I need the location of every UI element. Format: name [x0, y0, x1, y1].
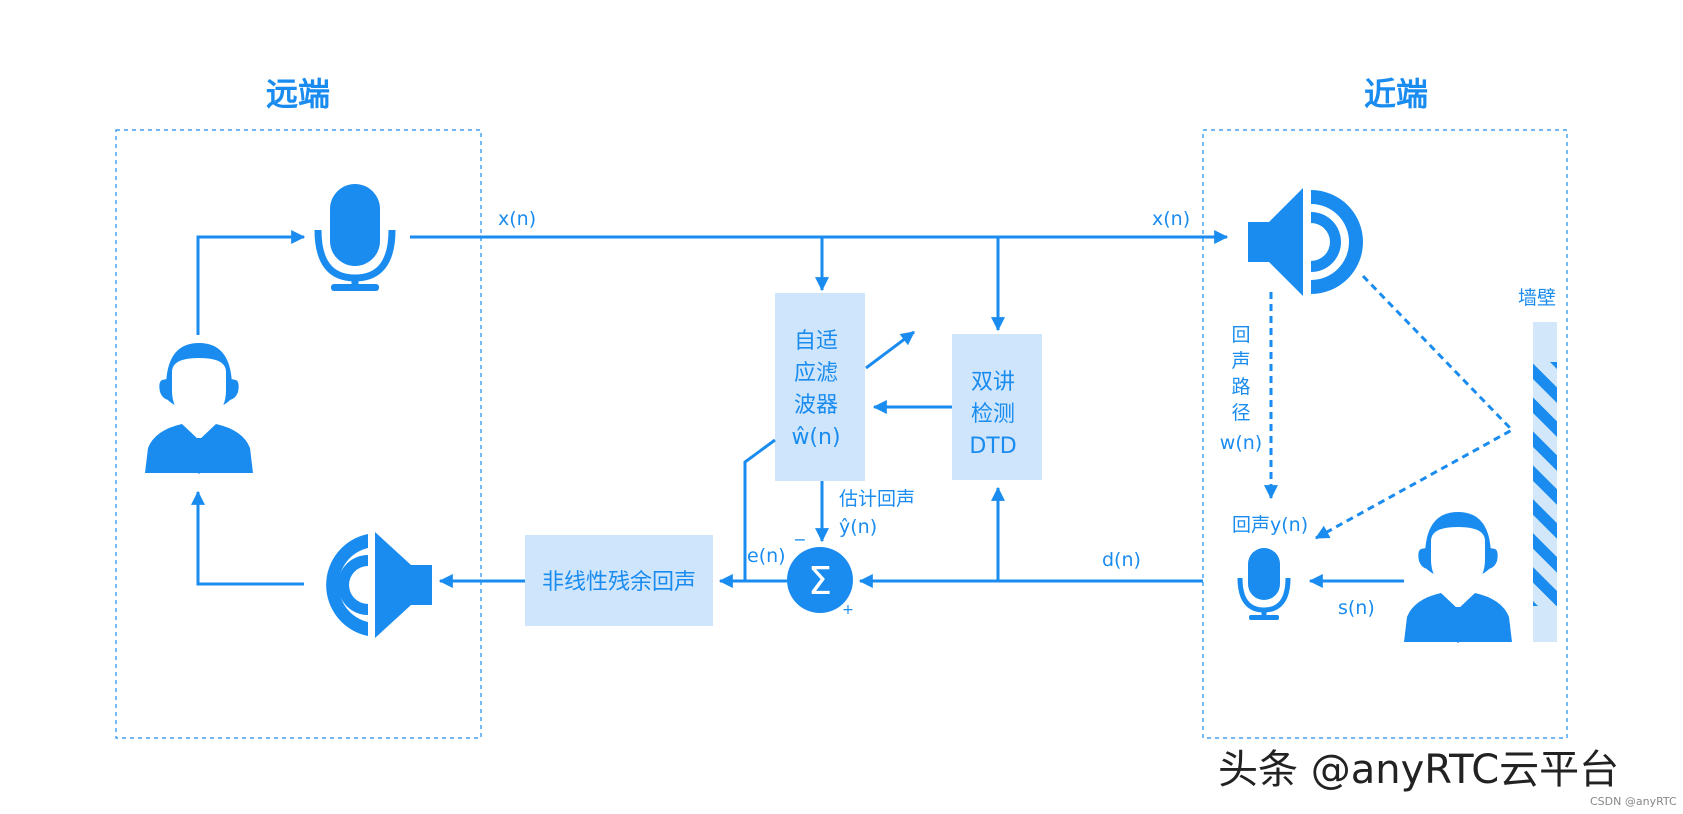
far-person-icon	[145, 343, 253, 474]
wall-icon	[1533, 322, 1557, 642]
adaptive-filter-line-2: 应滤	[794, 361, 838, 386]
echo-path-4: 径	[1231, 402, 1250, 424]
far-end-region	[115, 129, 482, 739]
x-near-label: x(n)	[1152, 208, 1190, 230]
estimated-echo-label: 估计回声	[839, 488, 915, 510]
near-microphone-icon	[1237, 548, 1291, 620]
echo-y-label: 回声y(n)	[1232, 514, 1308, 536]
y-hat-label: ŷ(n)	[839, 516, 877, 538]
far-end-title: 远端	[266, 75, 330, 113]
adaptive-filter-block	[775, 293, 865, 481]
far-speaker-icon	[326, 532, 432, 638]
e-label: e(n)	[747, 545, 786, 567]
sum-icon	[787, 547, 853, 613]
near-person-icon	[1404, 512, 1512, 643]
dtd-line-3: DTD	[969, 434, 1016, 459]
wall-label: 墙壁	[1518, 287, 1556, 309]
credit: CSDN @anyRTC	[1590, 795, 1677, 808]
echo-path-1: 回	[1231, 324, 1250, 346]
signal-lines	[191, 230, 1404, 588]
echo-path-3: 路	[1231, 376, 1250, 398]
nonlinear-block	[525, 535, 713, 626]
dtd-line-2: 检测	[971, 402, 1015, 427]
echo-paths	[1264, 274, 1515, 540]
near-end-title: 近端	[1364, 75, 1428, 113]
dtd-block	[952, 334, 1042, 480]
adaptive-filter-line-4: ŵ(n)	[791, 425, 840, 450]
sum-symbol: Σ	[808, 559, 832, 603]
adaptive-filter-line-3: 波器	[794, 393, 838, 418]
plus-sign: +	[842, 602, 854, 618]
watermark: 头条 @anyRTC云平台	[1218, 747, 1619, 793]
echo-path-5: w(n)	[1220, 432, 1262, 454]
nonlinear-label: 非线性残余回声	[542, 570, 696, 595]
dtd-line-1: 双讲	[971, 370, 1015, 395]
echo-path-2: 声	[1231, 350, 1250, 372]
x-far-label: x(n)	[498, 208, 536, 230]
adaptive-filter-line-1: 自适	[794, 329, 838, 354]
far-microphone-icon	[314, 184, 396, 291]
s-label: s(n)	[1338, 597, 1375, 619]
near-speaker-icon	[1248, 188, 1363, 296]
minus-sign: −	[793, 530, 806, 549]
near-end-region	[1202, 129, 1568, 739]
d-label: d(n)	[1102, 549, 1141, 571]
